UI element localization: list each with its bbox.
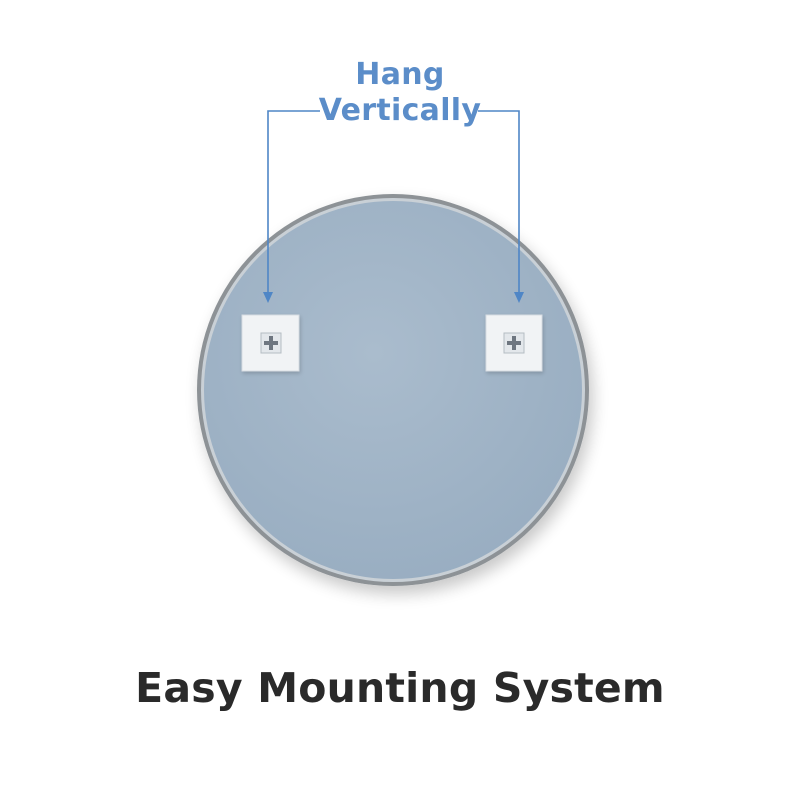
right-mounting-bracket bbox=[485, 314, 543, 372]
plus-screw-icon bbox=[503, 332, 525, 354]
left-mounting-bracket bbox=[241, 314, 300, 372]
annotation-line-2: Vertically bbox=[318, 93, 482, 128]
hang-vertically-leader-lines bbox=[267, 110, 520, 296]
right-arrowhead bbox=[514, 292, 524, 303]
right-leader-line bbox=[478, 110, 520, 296]
round-mirror bbox=[197, 194, 589, 586]
mirror-glass bbox=[204, 201, 582, 579]
left-leader-line bbox=[267, 110, 320, 296]
caption-title: Easy Mounting System bbox=[135, 664, 665, 712]
left-arrowhead bbox=[263, 292, 273, 303]
annotation-line-1: Hang bbox=[355, 57, 445, 92]
plus-screw-icon bbox=[260, 332, 282, 354]
